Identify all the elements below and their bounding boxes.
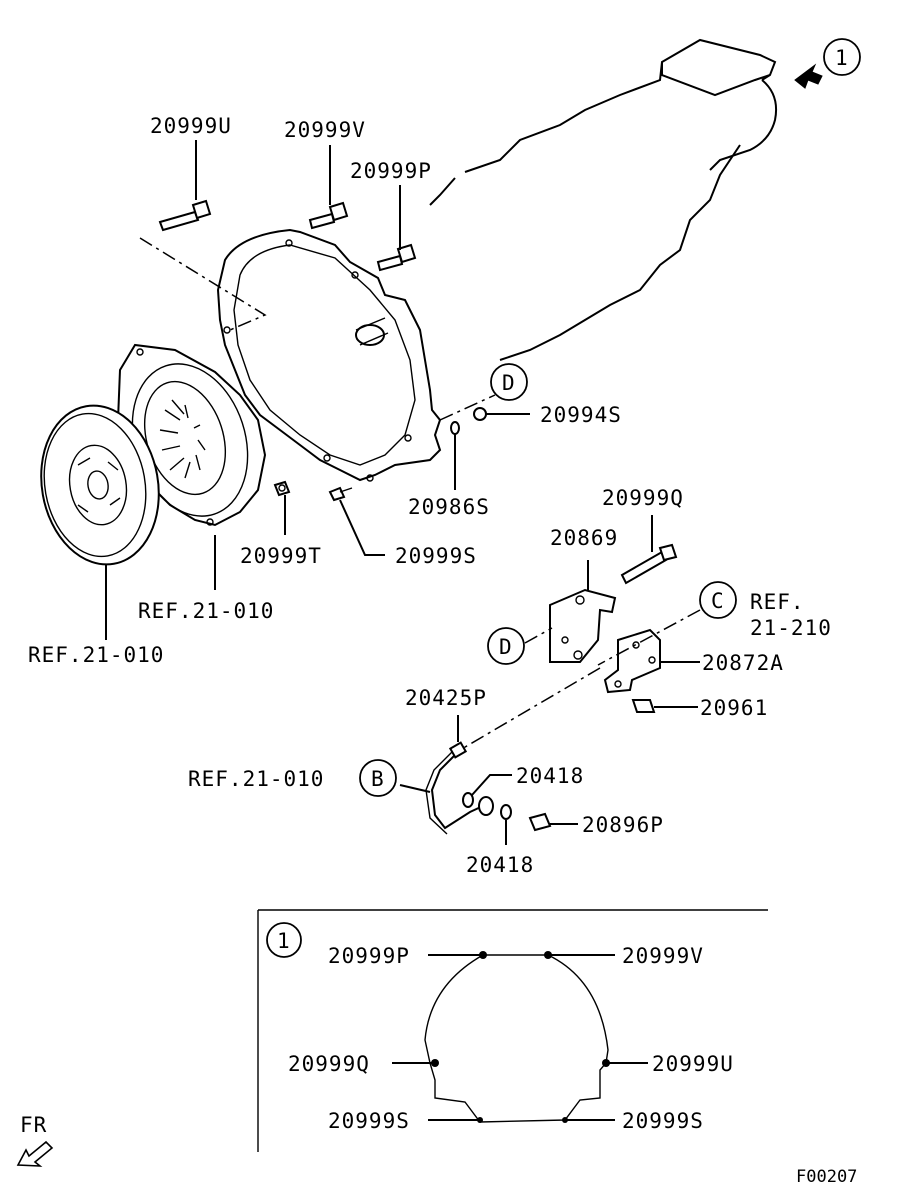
label-20999S: 20999S	[395, 544, 477, 568]
bellhousing	[216, 228, 442, 482]
label-20994S: 20994S	[540, 403, 622, 427]
inset-view-1: 1 20999P 20999V 20999Q 20999U 20999S 209…	[257, 909, 768, 1152]
inset-label-bottom-right: 20999S	[622, 1109, 704, 1133]
diaphragm-fingers	[159, 399, 206, 479]
label-ref-pressure-plate: REF.21-010	[138, 599, 274, 623]
clutch-hose-20425P	[425, 741, 494, 835]
slave-cylinder-20872A	[603, 628, 661, 694]
marker-d-bracket: D	[487, 627, 525, 665]
label-20418-top: 20418	[516, 764, 584, 788]
front-direction-indicator: FR	[16, 1113, 54, 1167]
washer-20418-bottom	[500, 804, 512, 820]
inset-label-mid-left: 20999Q	[288, 1052, 370, 1076]
transmission-outline	[429, 38, 778, 361]
marker-b: B	[359, 759, 397, 797]
inset-label-top-left: 20999P	[328, 944, 410, 968]
bracket-20869	[549, 588, 617, 663]
svg-text:D: D	[499, 635, 513, 659]
fr-label: FR	[20, 1113, 47, 1137]
bleeder-20896P	[528, 812, 552, 832]
label-20869: 20869	[550, 526, 618, 550]
label-ref-b: REF.21-010	[188, 767, 324, 791]
svg-text:B: B	[371, 767, 385, 791]
bolt-20999T	[273, 480, 291, 497]
view-arrow-icon	[794, 63, 823, 89]
bolt-20999S	[328, 486, 353, 502]
clutch-disc	[40, 404, 160, 566]
label-20999T: 20999T	[240, 544, 322, 568]
label-ref-c-line2: 21-210	[750, 616, 832, 640]
svg-text:C: C	[711, 589, 725, 613]
label-20999P: 20999P	[350, 159, 432, 183]
bolt-20999P	[376, 243, 417, 272]
label-20961: 20961	[700, 696, 768, 720]
label-20999V: 20999V	[284, 118, 366, 142]
bolt-20999Q	[620, 543, 678, 585]
marker-d-top: D	[490, 363, 528, 401]
marker-c: C	[699, 581, 737, 619]
bolt-20999U	[158, 199, 212, 232]
figure-code: F00207	[796, 1167, 857, 1187]
svg-text:1: 1	[835, 46, 849, 70]
inset-marker-1: 1	[266, 922, 302, 958]
label-20418-bottom: 20418	[466, 853, 534, 877]
label-ref-disc: REF.21-010	[28, 643, 164, 667]
label-20896P: 20896P	[582, 813, 664, 837]
bolt-20961	[631, 699, 656, 713]
svg-text:D: D	[502, 371, 516, 395]
label-20872A: 20872A	[702, 651, 784, 675]
label-20999Q: 20999Q	[602, 486, 684, 510]
nut-20994S	[473, 407, 487, 421]
label-20999U: 20999U	[150, 114, 232, 138]
marker-view-1: 1	[823, 38, 861, 76]
washer-20986S	[450, 421, 460, 435]
bolt-20999V	[308, 201, 349, 230]
inset-label-bottom-left: 20999S	[328, 1109, 410, 1133]
label-20986S: 20986S	[408, 495, 490, 519]
washer-20418-top	[462, 792, 474, 808]
svg-text:1: 1	[277, 929, 291, 953]
label-20425P: 20425P	[405, 686, 487, 710]
label-ref-c-line1: REF.	[750, 590, 805, 614]
inset-label-top-right: 20999V	[622, 944, 704, 968]
inset-label-mid-right: 20999U	[652, 1052, 734, 1076]
front-arrow-icon	[16, 1140, 54, 1167]
